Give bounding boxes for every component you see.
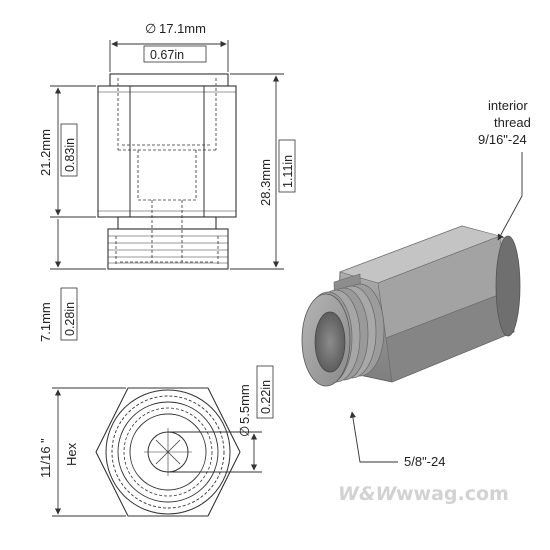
- hex-size-value: 11/16 ": [38, 438, 53, 478]
- bore-dimension: 5.5mm ∅ 0.22in: [168, 365, 274, 473]
- hex-body: [97, 85, 237, 218]
- thread-lines: [108, 235, 228, 264]
- hex-height-mm: 21.2mm: [38, 129, 53, 176]
- diameter-symbol: ∅: [145, 21, 156, 36]
- interior-thread-line1: interior: [488, 98, 528, 113]
- hex-height-dimension: 21.2mm 0.83in: [38, 85, 96, 218]
- top-width-dimension: ∅ 17.1mm 0.67in: [109, 21, 229, 72]
- watermark-site: wwag.com: [396, 483, 509, 505]
- total-height-mm: 28.3mm: [258, 159, 273, 206]
- neck: [117, 216, 217, 230]
- interior-thread-callout: interior thread 9/16"-24: [478, 98, 531, 241]
- exterior-thread-label: 5/8"-24: [404, 454, 445, 469]
- top-collar: [109, 73, 229, 87]
- bore-mm: 5.5mm: [237, 384, 252, 424]
- thread-height-in: 0.28in: [63, 302, 77, 336]
- bore-diameter-symbol: ∅: [237, 426, 252, 437]
- total-height-dimension: 28.3mm 1.11in: [230, 73, 296, 270]
- total-height-in: 1.11in: [281, 155, 295, 188]
- bore-in: 0.22in: [259, 380, 273, 414]
- render-bore: [314, 311, 346, 373]
- hidden-lines: [115, 78, 219, 266]
- thread-height-dimension: 7.1mm 0.28in: [38, 219, 106, 342]
- exterior-thread-callout: 5/8"-24: [349, 411, 445, 469]
- watermark: W&W wwag.com: [338, 483, 509, 505]
- hex-size-label: Hex: [64, 442, 79, 466]
- interior-thread-line2: thread: [494, 115, 531, 130]
- top-width-in: 0.67in: [150, 48, 184, 62]
- top-width-mm: 17.1mm: [159, 21, 206, 36]
- hex-size-dimension: 11/16 " Hex: [38, 387, 126, 517]
- side-view: [97, 73, 237, 270]
- bottom-view: [95, 387, 241, 517]
- thread-height-mm: 7.1mm: [38, 302, 53, 342]
- interior-thread-line3: 9/16"-24: [478, 132, 527, 147]
- part-render: [301, 225, 521, 387]
- watermark-brand: W&W: [338, 483, 398, 505]
- hex-height-in: 0.83in: [63, 138, 77, 172]
